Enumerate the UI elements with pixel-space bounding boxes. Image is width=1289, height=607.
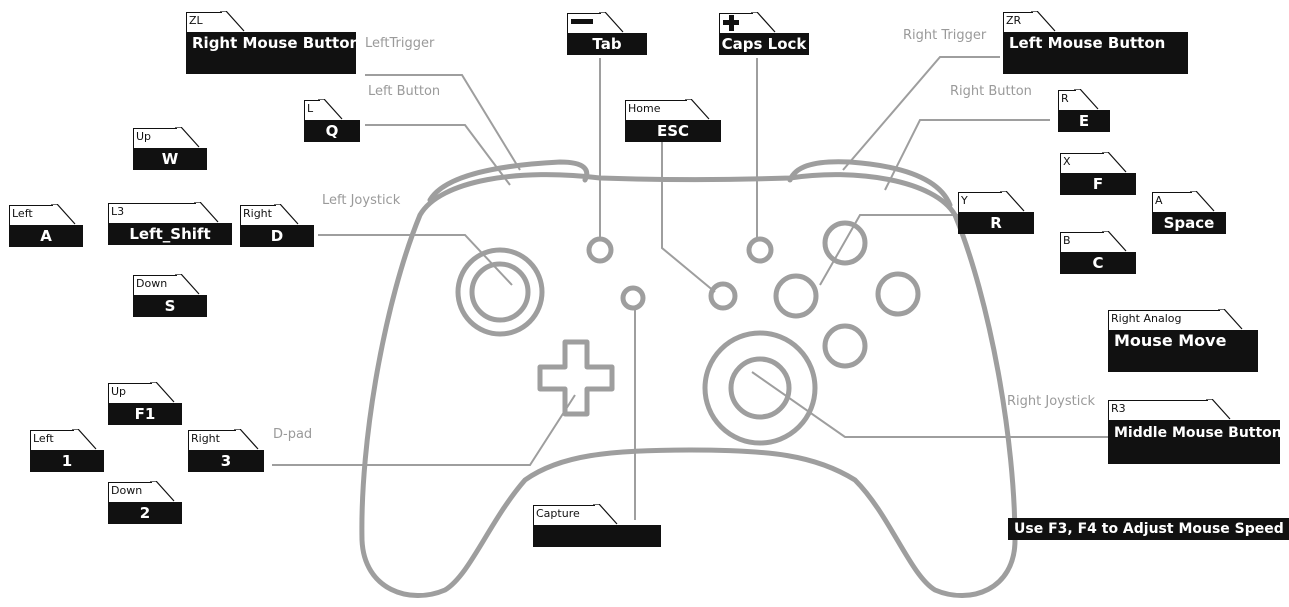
leader-right-joystick [751, 371, 1110, 438]
left-joystick-inner [469, 261, 531, 323]
tab-text: Left [12, 207, 33, 220]
tab-text: A [1155, 194, 1163, 207]
dpad-outline [537, 339, 615, 417]
capture-button-outline [620, 285, 646, 311]
leader-right-trigger [842, 56, 1000, 171]
minus-icon [571, 19, 593, 24]
mapping-box: F1 [108, 403, 182, 425]
plus-icon [723, 15, 739, 31]
left-joystick-outer [455, 247, 545, 337]
mouse-speed-note: Use F3, F4 to Adjust Mouse Speed [1008, 518, 1289, 540]
tab-text: Home [628, 102, 661, 115]
mapping-box: R [958, 212, 1034, 234]
tab-text: Capture [536, 507, 580, 520]
plus-button-outline [746, 236, 774, 264]
tab-text: X [1063, 155, 1071, 168]
mapping-box: Space [1152, 212, 1226, 234]
leader-left-joystick [318, 234, 513, 286]
leader-left-trigger [365, 74, 521, 171]
right-joystick-inner [728, 356, 792, 420]
tab-text: B [1063, 234, 1071, 247]
tab-text: Right [243, 207, 272, 220]
tab-text: Left [33, 432, 54, 445]
leader-dpad [272, 394, 576, 466]
leader-home [661, 140, 716, 293]
tab-text: ZR [1006, 14, 1022, 27]
a-button-outline [875, 271, 921, 317]
right-joystick-outer [702, 330, 818, 446]
y-button-outline [773, 273, 819, 319]
mapping-box: F [1060, 173, 1136, 195]
mapping-box: W [133, 148, 207, 170]
caption-left-joystick: Left Joystick [322, 193, 401, 208]
left-bumper-outline [427, 159, 590, 203]
caption-right-trigger: Right Trigger [903, 28, 987, 43]
mapping-box: Q [304, 120, 360, 142]
tab-text: Up [111, 385, 127, 398]
tab-text: L [307, 102, 314, 115]
tab-text: L3 [111, 205, 125, 218]
mapping-box: ESC [625, 120, 721, 142]
mapping-box: Right Mouse Button [186, 32, 356, 74]
home-button-outline [708, 281, 738, 311]
tab-text: Down [111, 484, 143, 497]
mapping-box: Middle Mouse Button [1108, 420, 1280, 464]
caption-left-button: Left Button [368, 84, 441, 99]
tab-text: R3 [1111, 402, 1126, 415]
caption-left-trigger: LeftTrigger [365, 36, 435, 51]
mapping-box: Tab [567, 33, 647, 55]
mapping-box: 3 [188, 450, 264, 472]
mapping-box: 1 [30, 450, 104, 472]
mapping-box: S [133, 295, 207, 317]
caption-right-joystick: Right Joystick [1007, 394, 1096, 409]
tab-text: Down [136, 277, 168, 290]
leader-left-button [365, 124, 511, 186]
mapping-box: C [1060, 252, 1136, 274]
tab-text: Y [961, 194, 968, 207]
mapping-box: D [240, 225, 314, 247]
tab-text: Right [191, 432, 220, 445]
mapping-box: Left_Shift [108, 223, 232, 245]
tab-text: Right Analog [1111, 312, 1182, 325]
mapping-box: A [9, 225, 83, 247]
tab-text: Up [136, 130, 152, 143]
caption-right-button: Right Button [950, 84, 1032, 99]
minus-button-outline [586, 236, 614, 264]
tab-text: ZL [189, 14, 203, 27]
mapping-box: Left Mouse Button [1003, 32, 1188, 74]
mapping-box: E [1058, 110, 1110, 132]
mapping-box: Caps Lock [719, 33, 809, 55]
mapping-box [533, 525, 661, 547]
x-button-outline [822, 220, 868, 266]
leader-lines [272, 56, 1110, 520]
tab-text: R [1061, 92, 1069, 105]
mapping-box: Mouse Move [1108, 330, 1258, 372]
controller-body-outline [359, 172, 1018, 599]
b-button-outline [822, 323, 868, 369]
caption-dpad: D-pad [273, 427, 313, 442]
mapping-box: 2 [108, 502, 182, 524]
leader-right-button [884, 119, 1050, 191]
leader-y [819, 214, 958, 286]
right-bumper-outline [787, 159, 953, 208]
